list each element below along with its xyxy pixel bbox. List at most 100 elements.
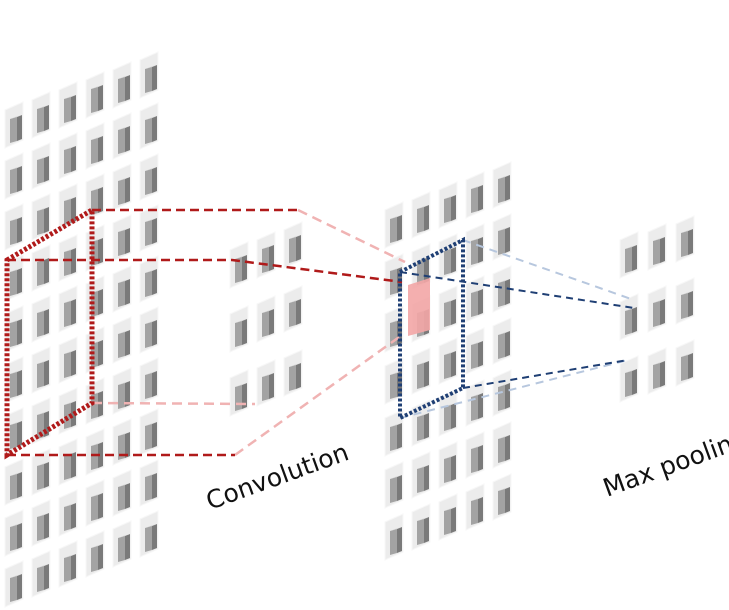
- input-unit: [85, 530, 105, 578]
- input-unit: [4, 458, 24, 506]
- input-unit: [85, 326, 105, 374]
- kernel-unit: [283, 221, 303, 269]
- input-unit: [139, 102, 159, 150]
- feature-map-unit: [492, 421, 512, 469]
- input-unit: [58, 285, 78, 333]
- kernel-unit: [229, 241, 249, 289]
- feature-map-unit: [465, 327, 485, 375]
- max-pooling-label: Max pooling: [599, 424, 729, 503]
- input-unit: [85, 224, 105, 272]
- input-unit: [139, 408, 159, 456]
- pooled-unit: [647, 347, 667, 395]
- feature-map-unit: [465, 171, 485, 219]
- feature-map-unit: [384, 513, 404, 561]
- feature-map-unit: [492, 161, 512, 209]
- pooled-layer: [619, 215, 695, 403]
- input-unit: [58, 540, 78, 588]
- pooled-unit: [619, 293, 639, 341]
- input-unit: [4, 101, 24, 149]
- input-unit: [4, 560, 24, 608]
- kernel-unit: [283, 349, 303, 397]
- feature-map-unit: [438, 493, 458, 541]
- input-unit: [112, 61, 132, 109]
- feature-map-unit: [465, 483, 485, 531]
- feature-map-unit: [411, 399, 431, 447]
- input-unit: [31, 193, 51, 241]
- input-unit: [4, 509, 24, 557]
- feature-map-layer: [384, 161, 512, 561]
- input-unit: [112, 469, 132, 517]
- input-unit: [31, 91, 51, 139]
- feature-map-unit: [438, 181, 458, 229]
- pooling-window-box: [398, 236, 465, 422]
- convolution-label: Convolution: [202, 437, 352, 515]
- input-unit: [58, 438, 78, 486]
- receptive-field-box: [4, 205, 95, 460]
- input-unit: [31, 499, 51, 547]
- feature-map-unit: [384, 461, 404, 509]
- pool-projection-line: [462, 239, 635, 301]
- input-unit: [139, 204, 159, 252]
- input-unit: [58, 183, 78, 231]
- input-unit: [4, 203, 24, 251]
- input-unit: [31, 295, 51, 343]
- conv-projection-line: [91, 401, 256, 406]
- pooled-unit: [647, 285, 667, 333]
- feature-map-unit: [438, 441, 458, 489]
- kernel-unit: [256, 359, 276, 407]
- input-unit: [112, 265, 132, 313]
- feature-map-unit: [411, 347, 431, 395]
- input-unit: [139, 306, 159, 354]
- conv-line: [7, 258, 403, 284]
- feature-map-unit: [438, 233, 458, 281]
- feature-map-unit: [384, 201, 404, 249]
- feature-map-unit: [411, 503, 431, 551]
- pooled-unit: [675, 339, 695, 387]
- input-unit: [139, 153, 159, 201]
- input-unit: [139, 510, 159, 558]
- feature-map-unit: [492, 473, 512, 521]
- input-unit: [85, 479, 105, 527]
- input-unit: [85, 173, 105, 221]
- input-unit: [139, 255, 159, 303]
- feature-map-unit: [492, 213, 512, 261]
- input-unit: [58, 132, 78, 180]
- input-unit: [58, 336, 78, 384]
- input-unit: [58, 234, 78, 282]
- input-unit: [31, 448, 51, 496]
- input-unit: [31, 346, 51, 394]
- input-unit: [112, 316, 132, 364]
- input-unit: [85, 377, 105, 425]
- input-unit: [4, 152, 24, 200]
- feature-map-unit: [411, 191, 431, 239]
- input-unit: [85, 428, 105, 476]
- kernel-unit: [256, 295, 276, 343]
- input-unit: [139, 51, 159, 99]
- input-unit: [31, 142, 51, 190]
- highlight-cell: [408, 278, 430, 336]
- pool-line: [399, 271, 635, 309]
- input-unit: [31, 244, 51, 292]
- feature-map-unit: [465, 275, 485, 323]
- feature-map-unit: [438, 285, 458, 333]
- feature-map-unit: [492, 317, 512, 365]
- kernel-unit: [229, 305, 249, 353]
- input-unit: [58, 81, 78, 129]
- conv-projection-line: [297, 208, 406, 264]
- pool-line: [462, 359, 629, 389]
- input-unit: [58, 489, 78, 537]
- input-unit: [112, 112, 132, 160]
- pooled-unit: [619, 355, 639, 403]
- feature-map-unit: [465, 431, 485, 479]
- input-unit: [31, 550, 51, 598]
- input-unit: [85, 275, 105, 323]
- feature-map-unit: [384, 409, 404, 457]
- feature-map-unit: [411, 451, 431, 499]
- input-unit: [85, 71, 105, 119]
- pool-projection-line: [399, 359, 629, 419]
- pooled-unit: [619, 231, 639, 279]
- input-unit: [139, 357, 159, 405]
- kernel-unit: [229, 369, 249, 417]
- kernel-unit: [256, 231, 276, 279]
